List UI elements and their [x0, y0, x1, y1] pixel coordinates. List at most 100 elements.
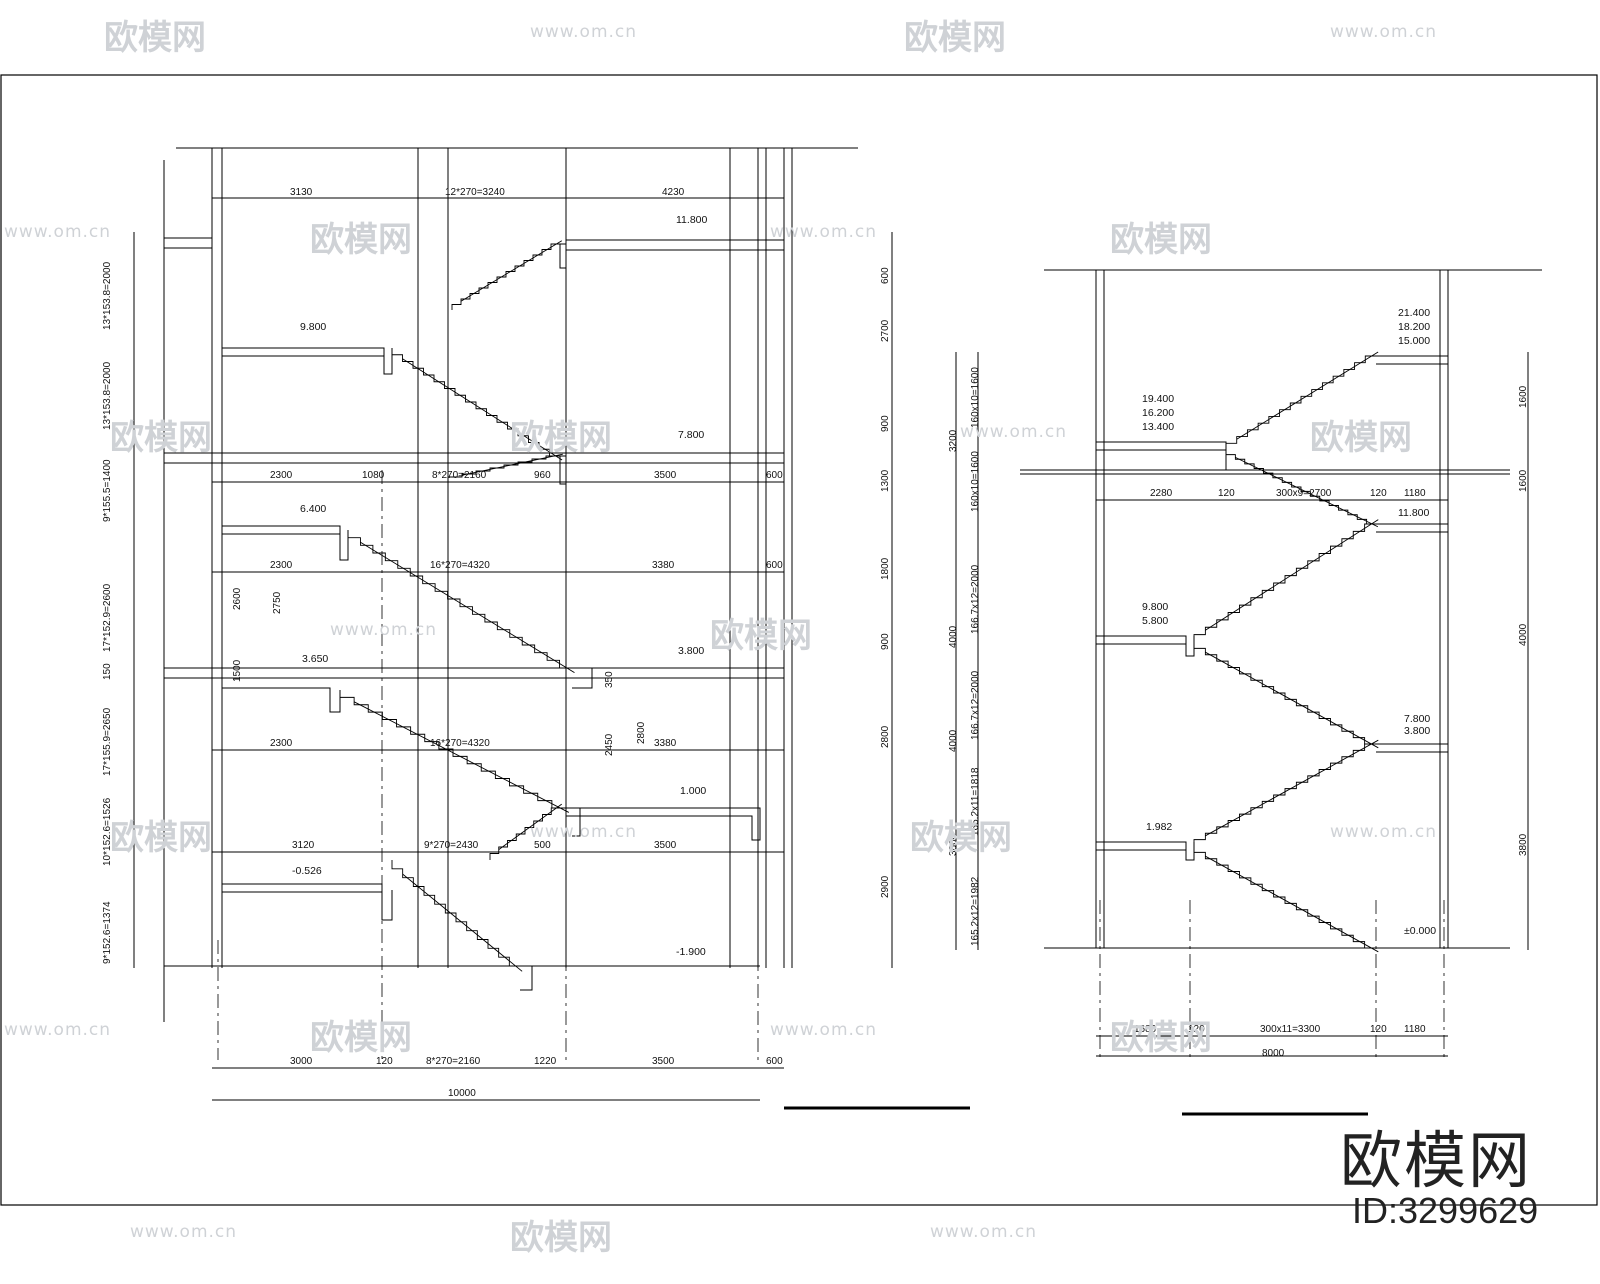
vdim-label: 166.7x12=2000: [970, 670, 981, 740]
vdim-label: 17*155.9=2650: [102, 707, 113, 776]
stair-flight: [339, 690, 566, 809]
vdim-label: 900: [880, 415, 891, 432]
stair-soffit: [353, 701, 570, 813]
brand-logo-text: 欧模网: [1340, 1124, 1533, 1197]
dim-label: 3500: [654, 840, 677, 851]
level-label: -0.526: [292, 865, 322, 877]
level-label: 7.800: [1404, 713, 1430, 725]
dim-label: 300x11=3300: [1260, 1024, 1321, 1035]
stair-soffit: [1205, 519, 1379, 631]
stair-soffit: [498, 803, 563, 850]
dim-label: 3500: [654, 470, 677, 481]
dim-label: 1680: [1134, 1024, 1157, 1035]
watermark-url: www.om.cn: [1330, 822, 1438, 842]
dim-label: 9*270=2430: [424, 840, 479, 851]
vdim-label: 1600: [1518, 469, 1529, 492]
dim-label: 2280: [1150, 488, 1173, 499]
watermark-url: www.om.cn: [530, 22, 638, 42]
stair-soffit: [460, 240, 563, 302]
dim-label: 1080: [362, 470, 385, 481]
watermark-url: www.om.cn: [4, 1020, 112, 1040]
vdim-label: 166.7x12=2000: [970, 564, 981, 634]
vdim-label: 3800: [948, 833, 959, 856]
stair-soffit: [1235, 456, 1379, 528]
left-stair-section: [133, 147, 970, 1110]
level-label: 9.800: [1142, 601, 1168, 613]
vdim-label: 1300: [880, 469, 891, 492]
stair-soffit: [360, 541, 575, 673]
level-label: 16.200: [1142, 407, 1174, 419]
watermark-url: www.om.cn: [770, 222, 878, 242]
watermark-logo: 欧模网: [310, 220, 412, 260]
dim-label: 300x9=2700: [1276, 488, 1332, 499]
left-labels: 3130 12*270=3240 4230 11.800 9.800 7.800…: [102, 187, 891, 1099]
vdim-label: 150: [102, 663, 113, 680]
vdim-label: 13*153.8=2000: [102, 361, 113, 430]
watermark-url: www.om.cn: [530, 822, 638, 842]
stair-soffit: [1205, 651, 1379, 749]
dim-label: 120: [1188, 1024, 1205, 1035]
vdim-label: 160x10=1600: [970, 451, 981, 512]
dim-label: 1220: [534, 1056, 557, 1067]
vdim-label: 600: [880, 267, 891, 284]
dim-label: 600: [766, 470, 783, 481]
stair-flight: [391, 860, 520, 967]
watermark-logo: 欧模网: [1110, 220, 1212, 260]
stair-soffit: [1236, 351, 1379, 440]
vdim-label: 17*152.9=2600: [102, 583, 113, 652]
level-label: 11.800: [676, 214, 707, 226]
stair-flight: [347, 530, 572, 669]
dim-label: 16*270=4320: [430, 560, 490, 571]
watermark-logo: 欧模网: [510, 418, 612, 458]
dim-label: 8*270=2160: [432, 470, 487, 481]
watermark-logo: 欧模网: [910, 818, 1012, 858]
watermark-logo: 欧模网: [1110, 1018, 1212, 1058]
dim-label: 1180: [1404, 488, 1426, 499]
level-label: 13.400: [1142, 421, 1174, 433]
sheet-border: [0, 74, 1598, 1206]
watermark-url: www.om.cn: [4, 222, 112, 242]
stair-flight: [1193, 743, 1376, 846]
watermark-logo: 欧模网: [110, 818, 212, 858]
watermark-url: www.om.cn: [330, 620, 438, 640]
dim-label: 12*270=3240: [445, 187, 505, 198]
vdim-label: 165.2x11=1818: [970, 767, 981, 836]
watermark-url: www.om.cn: [1330, 22, 1438, 42]
level-label: 6.400: [300, 503, 326, 515]
dim-label: 3130: [290, 187, 313, 198]
dim-label: 8000: [1262, 1048, 1285, 1059]
dim-label: 3500: [652, 1056, 675, 1067]
right-stair-section: [955, 269, 1542, 1116]
dim-label: 16*270=4320: [430, 738, 490, 749]
vdim-label: 3200: [948, 429, 959, 452]
stair-flights: [339, 240, 1379, 972]
vdim-label: 1500: [232, 659, 243, 682]
level-label: 15.000: [1398, 335, 1430, 347]
stair-flight: [1193, 846, 1376, 949]
level-label: 21.400: [1398, 307, 1430, 319]
dim-label: 120: [1218, 488, 1235, 499]
level-label: 11.800: [1398, 507, 1429, 519]
vdim-label: 9*152.6=1374: [102, 901, 113, 964]
vdim-label: 2700: [880, 319, 891, 342]
level-label: 3.800: [678, 645, 704, 657]
level-label: 19.400: [1142, 393, 1174, 405]
vdim-label: 13*153.8=2000: [102, 261, 113, 330]
vdim-label: 4000: [948, 625, 959, 648]
level-label: 9.800: [300, 321, 326, 333]
vdim-label: 900: [880, 633, 891, 650]
dim-label: 500: [534, 840, 551, 851]
watermark-url: www.om.cn: [770, 1020, 878, 1040]
dim-label: 3380: [652, 560, 675, 571]
vdim-label: 2900: [880, 875, 891, 898]
watermark-logo: 欧模网: [104, 18, 206, 58]
level-label: 18.200: [1398, 321, 1430, 333]
level-label: 3.650: [302, 653, 328, 665]
dim-label: 2300: [270, 470, 293, 481]
dim-label: 120: [1370, 1024, 1387, 1035]
vdim-label: 2800: [880, 725, 891, 748]
watermark-url: www.om.cn: [930, 1222, 1038, 1242]
stair-flight: [1193, 523, 1376, 642]
stair-soffit: [1205, 855, 1379, 953]
